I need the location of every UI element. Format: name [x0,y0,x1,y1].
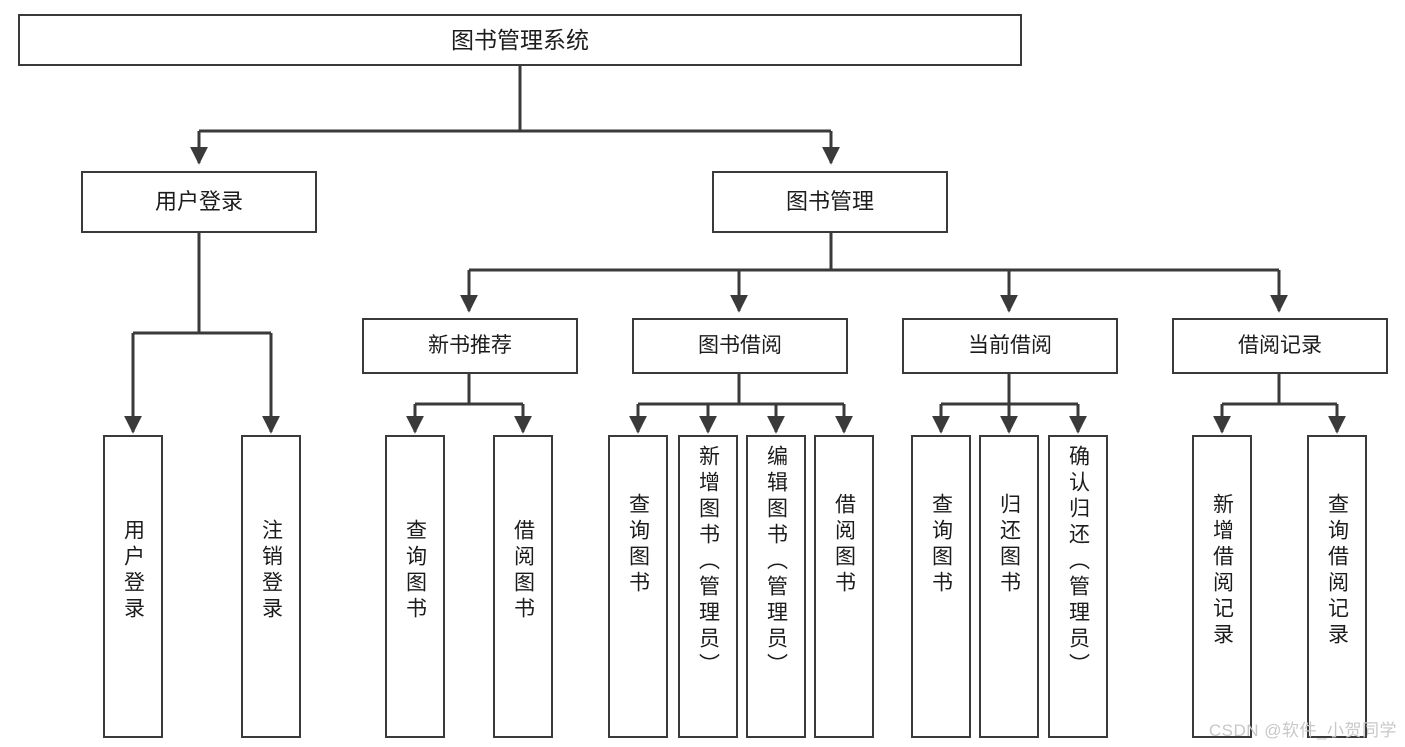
node-label: 图书管理系统 [451,26,589,53]
node-label: 查询图书 [403,519,427,623]
node-label: 用户登录 [121,519,145,623]
leaf-return-book[interactable]: 归还图书 [979,435,1039,738]
node-borrow-record[interactable]: 借阅记录 [1172,318,1388,374]
node-label: 新增借阅记录 [1210,493,1234,649]
leaf-confirm-return-admin[interactable]: 确认归还（管理员） [1048,435,1108,738]
node-book-borrow[interactable]: 图书借阅 [632,318,848,374]
node-label: 归还图书 [997,493,1021,597]
leaf-query-book-recommend[interactable]: 查询图书 [385,435,445,738]
node-new-book-recommend[interactable]: 新书推荐 [362,318,578,374]
node-label: 借阅图书 [511,519,535,623]
leaf-borrow-book[interactable]: 借阅图书 [814,435,874,738]
node-label: 图书管理 [785,189,874,215]
node-label: 查询图书 [929,493,953,597]
node-label: 借阅图书 [832,493,856,597]
node-user-login[interactable]: 用户登录 [81,171,317,233]
node-label: 新增图书（管理员） [696,445,720,679]
leaf-edit-book-admin[interactable]: 编辑图书（管理员） [746,435,806,738]
node-label: 借阅记录 [1238,333,1322,357]
leaf-borrow-book-recommend[interactable]: 借阅图书 [493,435,553,738]
node-label: 确认归还（管理员） [1066,445,1090,679]
node-label: 注销登录 [259,519,283,623]
node-label: 新书推荐 [428,333,512,357]
node-label: 查询借阅记录 [1325,493,1349,649]
node-label: 查询图书 [626,493,650,597]
node-book-management[interactable]: 图书管理 [712,171,948,233]
node-label: 当前借阅 [968,333,1052,357]
leaf-query-book-borrow[interactable]: 查询图书 [608,435,668,738]
leaf-add-book-admin[interactable]: 新增图书（管理员） [678,435,738,738]
leaf-user-login[interactable]: 用户登录 [103,435,163,738]
leaf-logout-login[interactable]: 注销登录 [241,435,301,738]
node-label: 用户登录 [154,189,243,215]
node-current-borrow[interactable]: 当前借阅 [902,318,1118,374]
leaf-query-borrow-record[interactable]: 查询借阅记录 [1307,435,1367,738]
watermark: CSDN @软件_小贺同学 [1208,721,1397,740]
node-root-book-management-system[interactable]: 图书管理系统 [18,14,1022,66]
node-label: 编辑图书（管理员） [764,445,788,679]
leaf-add-borrow-record[interactable]: 新增借阅记录 [1192,435,1252,738]
leaf-query-book-current[interactable]: 查询图书 [911,435,971,738]
node-label: 图书借阅 [698,333,782,357]
